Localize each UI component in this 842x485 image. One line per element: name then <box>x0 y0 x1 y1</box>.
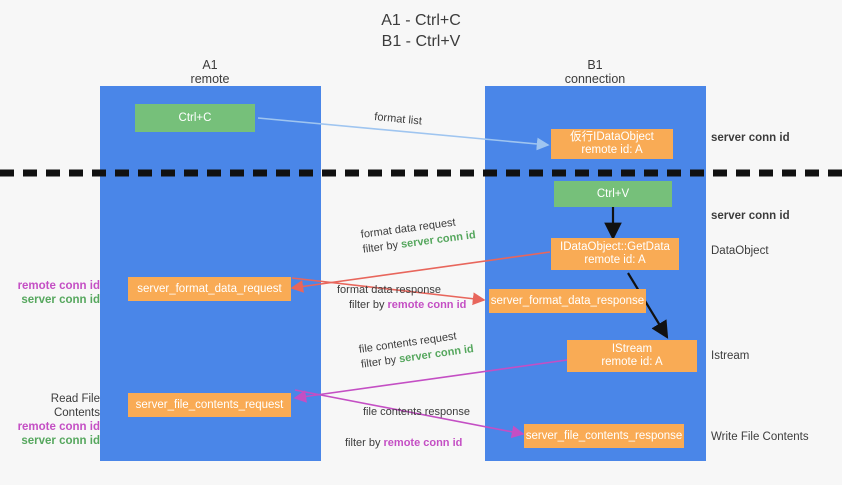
arrow-label-file-contents-response-filter: filter by remote conn id <box>345 420 470 451</box>
left-label-read-file-contents-group: Read File Contents remote conn id server… <box>4 392 100 448</box>
right-label-istream: Istream <box>711 350 750 362</box>
lane-b1-sub: connection <box>564 72 626 86</box>
box-server-file-contents-request[interactable]: server_file_contents_request <box>128 393 291 417</box>
filter-prefix-fcres: filter by <box>345 437 384 449</box>
filter-prefix-fcreq: filter by <box>360 353 401 371</box>
page-title: A1 - Ctrl+C B1 - Ctrl+V <box>0 10 842 52</box>
box-ctrl-v-label: Ctrl+V <box>596 187 630 200</box>
arrow-label-format-data-response-filter: filter by remote conn id <box>337 298 466 313</box>
arrow-label-format-data-request: format data request filter by server con… <box>360 213 477 258</box>
box-ctrl-v[interactable]: Ctrl+V <box>554 181 672 207</box>
filter-target-fdres: remote conn id <box>387 299 467 311</box>
box-istream-line1: IStream <box>611 343 653 355</box>
box-idataobject-getdata[interactable]: IDataObject::GetData remote id: A <box>551 238 679 270</box>
arrow-label-format-list: format list <box>374 110 423 130</box>
box-getdata-line2: remote id: A <box>584 254 646 266</box>
lane-a1-name: A1 <box>202 58 218 72</box>
box-server-format-data-response[interactable]: server_format_data_response <box>489 289 646 313</box>
arrow-label-file-contents-request: file contents request filter by server c… <box>358 327 475 373</box>
box-ctrl-c-label: Ctrl+C <box>178 111 212 124</box>
left-label-conn-ids-1: remote conn id server conn id <box>8 279 100 307</box>
right-label-server-conn-mid: server conn id <box>711 210 790 222</box>
box-idataobject-top-line2: remote id: A <box>581 144 643 156</box>
lane-header-a1: A1 remote <box>120 58 300 86</box>
right-label-server-conn-top: server conn id <box>711 132 790 144</box>
arrow-label-format-data-response: format data response filter by remote co… <box>337 283 466 313</box>
right-label-dataobject: DataObject <box>711 245 769 257</box>
title-line-2: B1 - Ctrl+V <box>381 33 461 50</box>
left-label-server-conn-1: server conn id <box>21 294 100 306</box>
lane-header-b1: B1 connection <box>505 58 685 86</box>
box-idataobject-top-line1: 仮行IDataObject <box>570 131 654 143</box>
box-ctrl-c[interactable]: Ctrl+C <box>135 104 255 132</box>
box-server-format-data-response-label: server_format_data_response <box>490 294 645 307</box>
filter-target-fcres: remote conn id <box>383 437 463 449</box>
box-idataobject-top[interactable]: 仮行IDataObject remote id: A <box>551 129 673 159</box>
arrow-label-format-list-title: format list <box>373 110 423 128</box>
left-label-server-conn-2: server conn id <box>21 435 100 447</box>
lane-b1-name: B1 <box>587 58 603 72</box>
box-server-format-data-request[interactable]: server_format_data_request <box>128 277 291 301</box>
left-label-remote-conn-1: remote conn id <box>17 280 100 292</box>
title-line-1: A1 - Ctrl+C <box>381 12 461 29</box>
left-label-read-file-contents: Read File Contents <box>50 393 100 419</box>
right-label-write-file-contents: Write File Contents <box>711 431 809 443</box>
box-istream[interactable]: IStream remote id: A <box>567 340 697 372</box>
filter-prefix-fdreq: filter by <box>362 238 402 256</box>
box-istream-line2: remote id: A <box>601 356 663 368</box>
box-server-file-contents-request-label: server_file_contents_request <box>135 398 284 411</box>
box-getdata-line1: IDataObject::GetData <box>560 241 670 253</box>
box-server-format-data-request-label: server_format_data_request <box>137 282 282 295</box>
box-server-file-contents-response[interactable]: server_file_contents_response <box>524 424 684 448</box>
left-label-remote-conn-2: remote conn id <box>17 421 100 433</box>
box-server-file-contents-response-label: server_file_contents_response <box>525 429 683 442</box>
arrow-label-format-data-response-title: format data response <box>337 284 441 296</box>
arrow-label-file-contents-response-title: file contents response <box>363 406 471 418</box>
lane-a1-sub: remote <box>190 72 230 86</box>
filter-prefix-fdres: filter by <box>349 299 388 311</box>
arrow-label-file-contents-response: file contents response filter by remote … <box>345 405 470 451</box>
